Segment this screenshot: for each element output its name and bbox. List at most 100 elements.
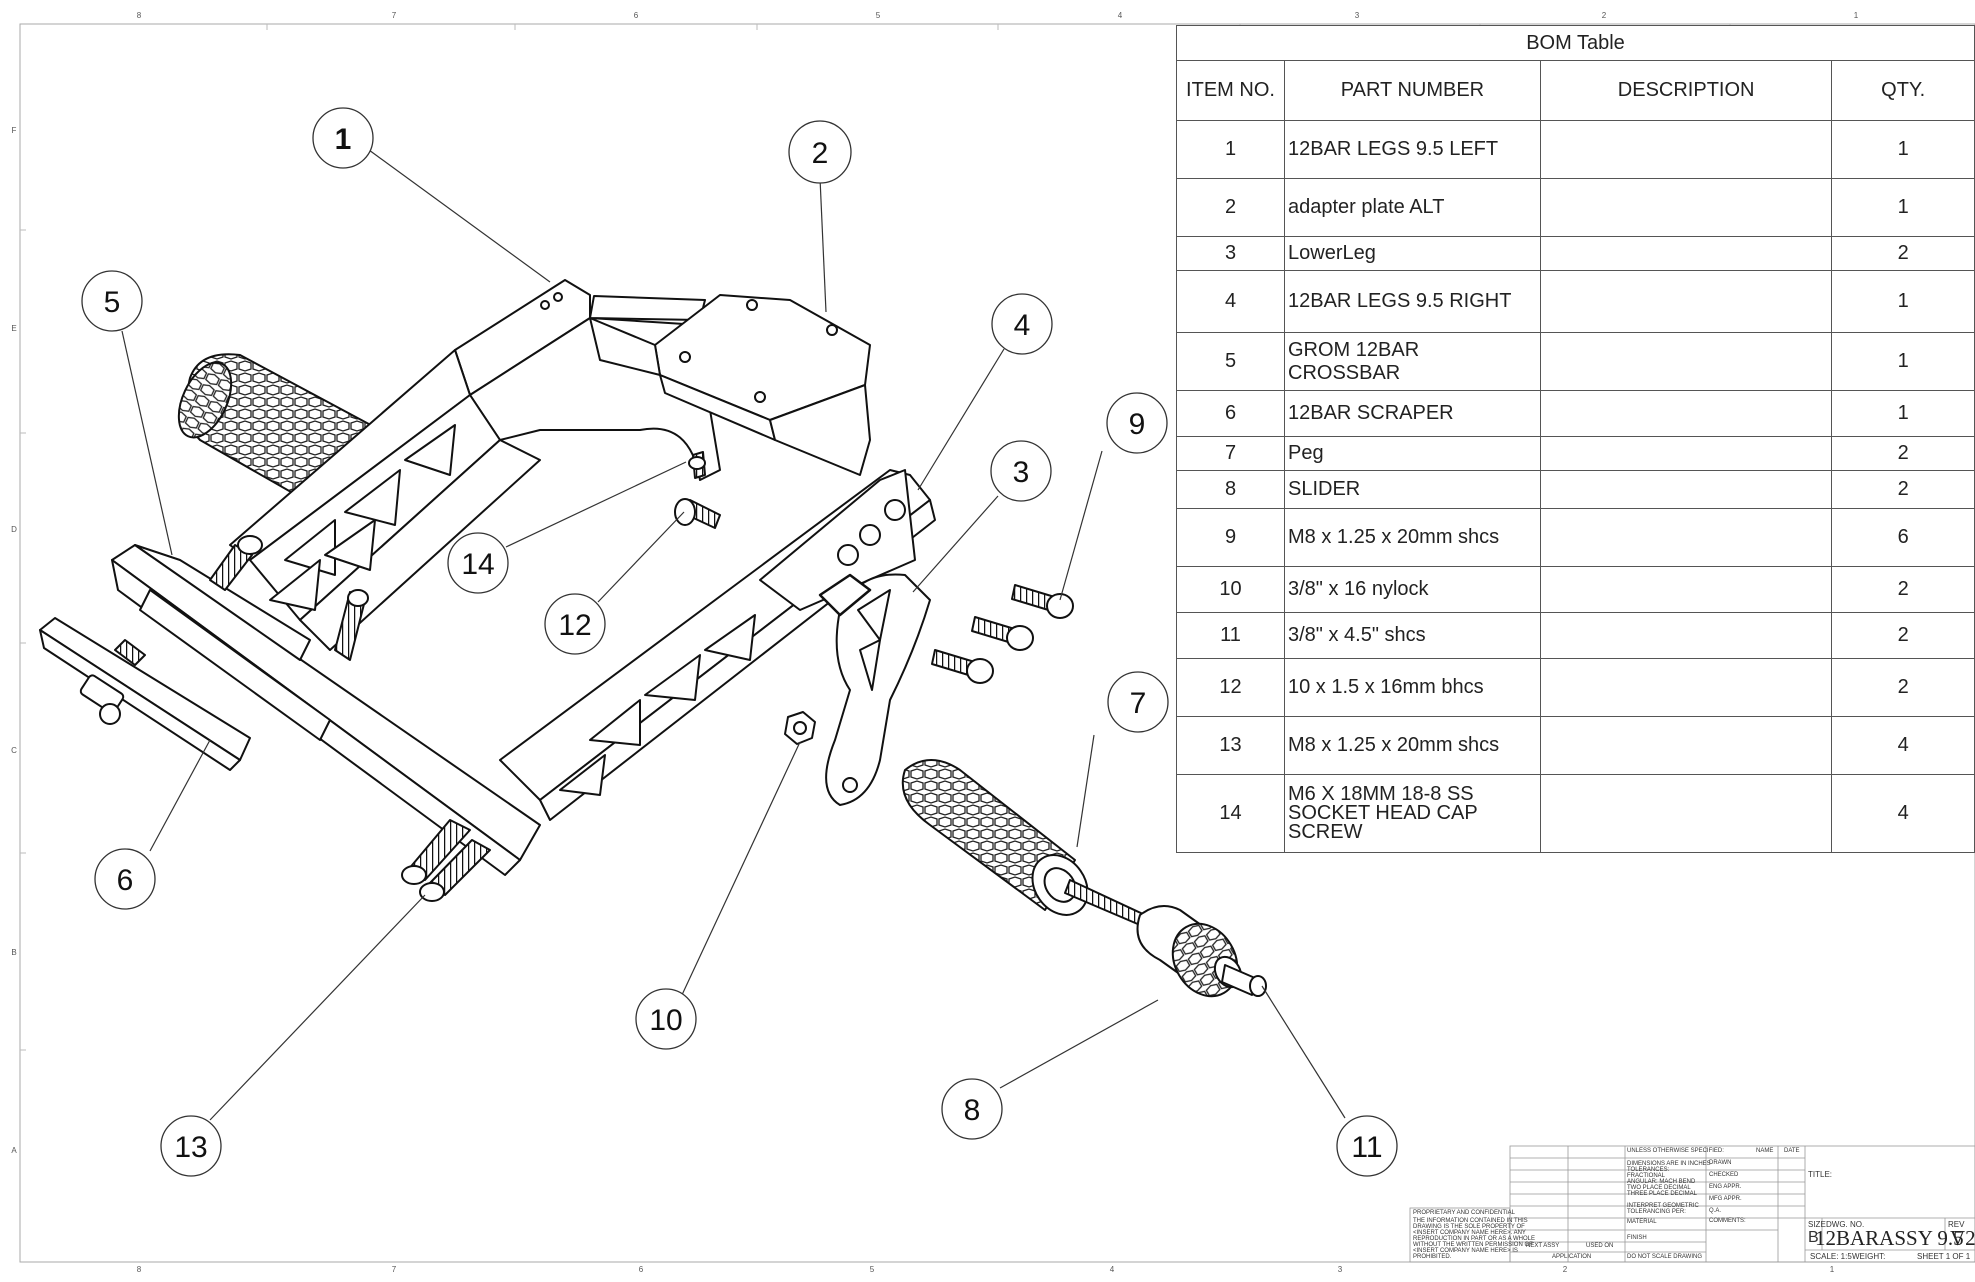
bom-qty: 4 (1831, 774, 1975, 853)
tb-eng-appr: ENG APPR. (1709, 1184, 1742, 1190)
bom-part: 3/8" x 16 nylock (1284, 566, 1541, 613)
zone-col-label: 7 (392, 11, 397, 20)
zone-col-label: 7 (392, 1265, 397, 1274)
bom-row: 14 M6 X 18MM 18-8 SS SOCKET HEAD CAP SCR… (1176, 774, 1975, 853)
bom-qty: 2 (1831, 236, 1975, 271)
balloon-6: 6 (94, 848, 156, 910)
svg-text:11: 11 (1351, 1131, 1382, 1164)
bom-item: 10 (1176, 566, 1285, 613)
tb-material: MATERIAL (1627, 1219, 1657, 1225)
tb-fractional: FRACTIONAL (1627, 1173, 1666, 1179)
zone-col-label: 6 (639, 1265, 644, 1274)
zone-row-label: C (11, 746, 17, 755)
svg-text:4: 4 (1014, 309, 1031, 342)
tb-title-label: TITLE: (1808, 1170, 1833, 1179)
bom-item: 11 (1176, 612, 1285, 659)
part-lower-leg (818, 573, 931, 806)
bom-item: 4 (1176, 270, 1285, 333)
zone-col-label: 3 (1338, 1265, 1343, 1274)
tb-prop-line: <INSERT COMPANY NAME HERE>. ANY (1413, 1230, 1526, 1236)
zone-col-label: 4 (1118, 11, 1123, 20)
bom-item: 9 (1176, 508, 1285, 567)
tb-prop-line: THE INFORMATION CONTAINED IN THIS (1413, 1218, 1528, 1224)
zone-col-label: 1 (1854, 11, 1859, 20)
bom-qty: 2 (1831, 612, 1975, 659)
balloon-13: 13 (160, 1115, 222, 1177)
tb-application: APPLICATION (1552, 1254, 1592, 1260)
bom-qty: 4 (1831, 716, 1975, 775)
bom-item: 5 (1176, 332, 1285, 391)
zone-row-label: F (12, 126, 17, 135)
zone-col-label: 6 (634, 11, 639, 20)
bom-part: adapter plate ALT (1284, 178, 1541, 237)
svg-text:3: 3 (1013, 456, 1030, 489)
bom-part: M8 x 1.25 x 20mm shcs (1284, 716, 1541, 775)
bom-description (1539, 436, 1833, 471)
zone-col-label: 3 (1355, 11, 1360, 20)
balloon-11: 11 (1336, 1115, 1398, 1177)
bom-qty: 2 (1831, 470, 1975, 509)
bom-part: Peg (1284, 436, 1541, 471)
part-peg (901, 759, 1089, 916)
bom-description (1539, 236, 1833, 271)
bom-item: 3 (1176, 236, 1285, 271)
bom-row: 7 Peg 2 (1176, 436, 1975, 471)
bom-row: 13 M8 x 1.25 x 20mm shcs 4 (1176, 716, 1975, 775)
bom-description (1539, 390, 1833, 437)
zone-labels-top: 8 7 6 5 4 3 2 1 (137, 11, 1859, 20)
bom-qty: 1 (1831, 332, 1975, 391)
tb-dwg-no: 12BARASSY 9.5 (1815, 1226, 1964, 1250)
balloon-10: 10 (635, 988, 697, 1050)
bom-description (1539, 566, 1833, 613)
balloons: 1 2 3 4 5 6 7 8 9 10 11 12 13 14 (81, 107, 1398, 1177)
tb-qa: Q.A. (1709, 1208, 1722, 1214)
part-slider (1136, 905, 1267, 998)
bom-row: 1 12BAR LEGS 9.5 LEFT 1 (1176, 120, 1975, 179)
title-block-grid (1409, 1145, 1975, 1263)
tb-prop-line: PROHIBITED. (1413, 1254, 1452, 1260)
svg-text:12: 12 (558, 609, 591, 642)
bolts-12-14 (674, 451, 721, 529)
part-scraper (39, 617, 251, 771)
bom-qty: 2 (1831, 658, 1975, 717)
zone-col-label: 4 (1110, 1265, 1115, 1274)
tb-next-assy: NEXT ASSY (1526, 1243, 1560, 1249)
bom-item: 12 (1176, 658, 1285, 717)
balloon-8: 8 (941, 1078, 1003, 1140)
bom-row: 12 10 x 1.5 x 16mm bhcs 2 (1176, 658, 1975, 717)
bom-part-line: SOCKET HEAD CAP (1288, 802, 1478, 824)
tb-drawn: DRAWN (1709, 1160, 1732, 1166)
tb-two-place: TWO PLACE DECIMAL (1627, 1185, 1691, 1191)
zone-col-label: 1 (1830, 1265, 1835, 1274)
tb-unless: UNLESS OTHERWISE SPECIFIED: (1627, 1148, 1724, 1154)
zone-row-label: A (11, 1146, 17, 1155)
svg-text:5: 5 (104, 286, 121, 319)
bom-part-line: M6 X 18MM 18-8 SS (1288, 783, 1474, 805)
bom-description (1539, 658, 1833, 717)
bom-description (1539, 716, 1833, 775)
tb-rev: V2 (1950, 1226, 1975, 1250)
bom-item: 14 (1176, 774, 1285, 853)
bom-item: 7 (1176, 436, 1285, 471)
zone-row-label: B (11, 948, 16, 957)
bom-description (1539, 508, 1833, 567)
balloon-12: 12 (544, 593, 606, 655)
tb-prop-line: WITHOUT THE WRITTEN PERMISSION OF (1413, 1242, 1533, 1248)
svg-text:14: 14 (461, 548, 494, 581)
svg-text:2: 2 (812, 137, 829, 170)
balloon-9: 9 (1106, 392, 1168, 454)
bom-description (1539, 470, 1833, 509)
zone-row-label: E (11, 324, 16, 333)
svg-text:7: 7 (1130, 687, 1147, 720)
bom-qty: 1 (1831, 120, 1975, 179)
bolts-9 (931, 584, 1074, 684)
bom-row: 6 12BAR SCRAPER 1 (1176, 390, 1975, 437)
svg-text:9: 9 (1129, 408, 1146, 441)
balloon-14: 14 (447, 532, 509, 594)
tb-tolerances: TOLERANCES: (1627, 1167, 1670, 1173)
bom-header-row: ITEM NO. PART NUMBER DESCRIPTION QTY. (1176, 60, 1975, 121)
part-crossbar-plate (111, 544, 541, 876)
balloon-3: 3 (990, 440, 1052, 502)
bom-part: 12BAR SCRAPER (1284, 390, 1541, 437)
bom-part: SLIDER (1284, 470, 1541, 509)
